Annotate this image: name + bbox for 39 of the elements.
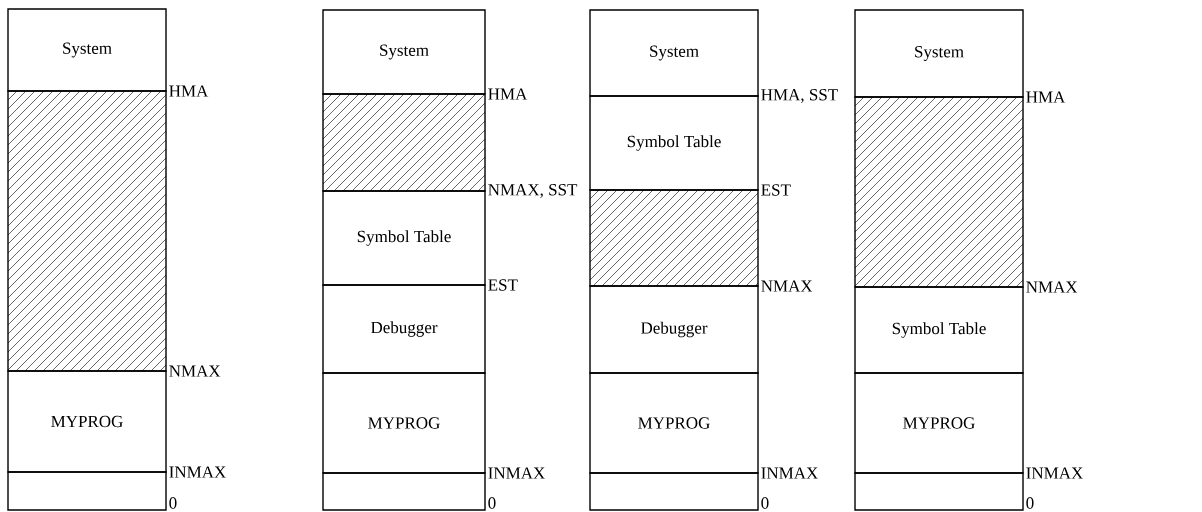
memory-segment: System [322, 9, 486, 95]
memory-segment: Debugger [589, 285, 759, 374]
hatched-segment [322, 93, 486, 192]
memory-segment: MYPROG [589, 372, 759, 474]
memory-segment: Symbol Table [589, 95, 759, 191]
memory-segment [854, 472, 1024, 511]
memory-segment: MYPROG [322, 372, 486, 474]
memory-segment: MYPROG [854, 372, 1024, 474]
memory-segment: Debugger [322, 284, 486, 374]
address-label: INMAX [1026, 467, 1083, 479]
address-label: NMAX [169, 365, 221, 377]
address-label: INMAX [169, 466, 226, 478]
address-label: NMAX [1026, 281, 1078, 293]
address-label: NMAX [761, 280, 813, 292]
hatched-segment [854, 96, 1024, 288]
hatched-segment [7, 90, 167, 372]
address-label: 0 [1026, 497, 1034, 509]
address-label: HMA [169, 85, 209, 97]
memory-segment: System [589, 9, 759, 97]
address-label: 0 [488, 497, 496, 509]
address-label: NMAX, SST [488, 184, 578, 198]
address-label: HMA [1026, 91, 1066, 103]
address-label: HMA [488, 88, 528, 100]
memory-segment [589, 472, 759, 511]
address-label: 0 [761, 497, 769, 509]
address-label: HMA, SST [761, 89, 838, 103]
memory-segment: Symbol Table [854, 286, 1024, 374]
memory-segment: MYPROG [7, 370, 167, 473]
memory-segment: Symbol Table [322, 190, 486, 286]
memory-segment: System [854, 9, 1024, 98]
address-label: EST [488, 279, 518, 291]
hatched-segment [589, 189, 759, 287]
memory-segment: System [7, 8, 167, 92]
memory-segment [7, 471, 167, 511]
address-label: INMAX [761, 467, 818, 479]
memory-segment [322, 472, 486, 511]
address-label: EST [761, 184, 791, 196]
address-label: INMAX [488, 467, 545, 479]
address-label: 0 [169, 497, 177, 509]
